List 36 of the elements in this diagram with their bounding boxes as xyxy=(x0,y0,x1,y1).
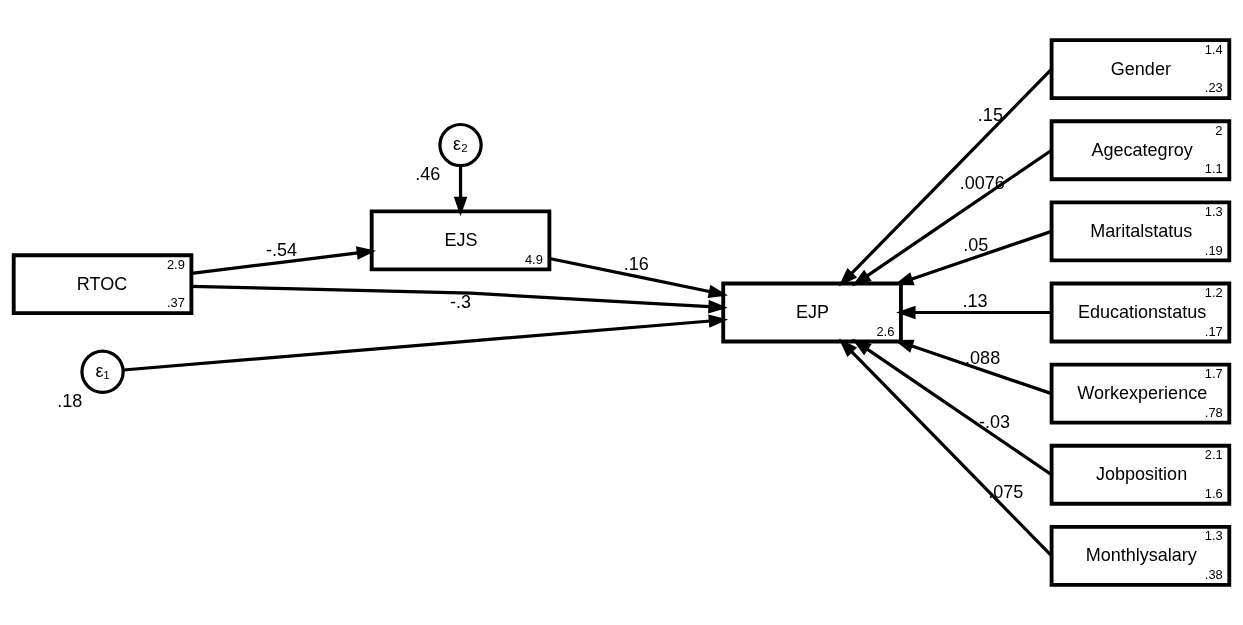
edge-label: .088 xyxy=(965,347,1001,368)
arrow xyxy=(549,256,728,299)
arrow xyxy=(191,284,728,314)
arrow xyxy=(123,314,729,372)
arrow xyxy=(894,229,1053,286)
edge-label: -.54 xyxy=(266,240,298,261)
node-label: .46 xyxy=(415,164,441,185)
node-box: EJS 4.9 xyxy=(369,209,552,272)
node-label: .18 xyxy=(57,390,83,411)
edge-label: .13 xyxy=(962,290,988,311)
node-box: EJP 2.6 xyxy=(721,281,903,344)
arrow xyxy=(191,246,376,275)
node-circle: ε₁ xyxy=(80,349,125,394)
edge-label: .0076 xyxy=(959,173,1005,194)
edge-label: .16 xyxy=(623,254,649,275)
arrow xyxy=(838,338,1053,557)
node-box: 1.2 Educationstatus .17 xyxy=(1049,281,1232,344)
arrow xyxy=(838,68,1053,287)
node-box: 1.3 Maritalstatus .19 xyxy=(1049,200,1232,263)
arrow xyxy=(851,338,1053,477)
edge-label: -.3 xyxy=(450,291,472,312)
edge-label: .075 xyxy=(988,482,1024,503)
edge-label: .15 xyxy=(977,105,1003,126)
node-box: 1.7 Workexperience .78 xyxy=(1049,362,1232,425)
node-box: 2 Agecategroy 1.1 xyxy=(1049,119,1232,182)
node-box: 1.4 Gender .23 xyxy=(1049,38,1232,101)
node-circle: ε₂ xyxy=(438,122,483,168)
node-box: 2.1 Jobposition 1.6 xyxy=(1049,443,1232,506)
node-box: 1.3 Monthlysalary .38 xyxy=(1049,524,1232,587)
node-box: 2.9 RTOC .37 xyxy=(11,253,194,316)
arrow xyxy=(894,339,1053,396)
arrow xyxy=(896,305,1052,320)
edge-label: -.03 xyxy=(978,411,1010,432)
edge-label: .05 xyxy=(963,234,989,255)
arrow xyxy=(453,165,468,217)
arrow xyxy=(851,148,1053,287)
